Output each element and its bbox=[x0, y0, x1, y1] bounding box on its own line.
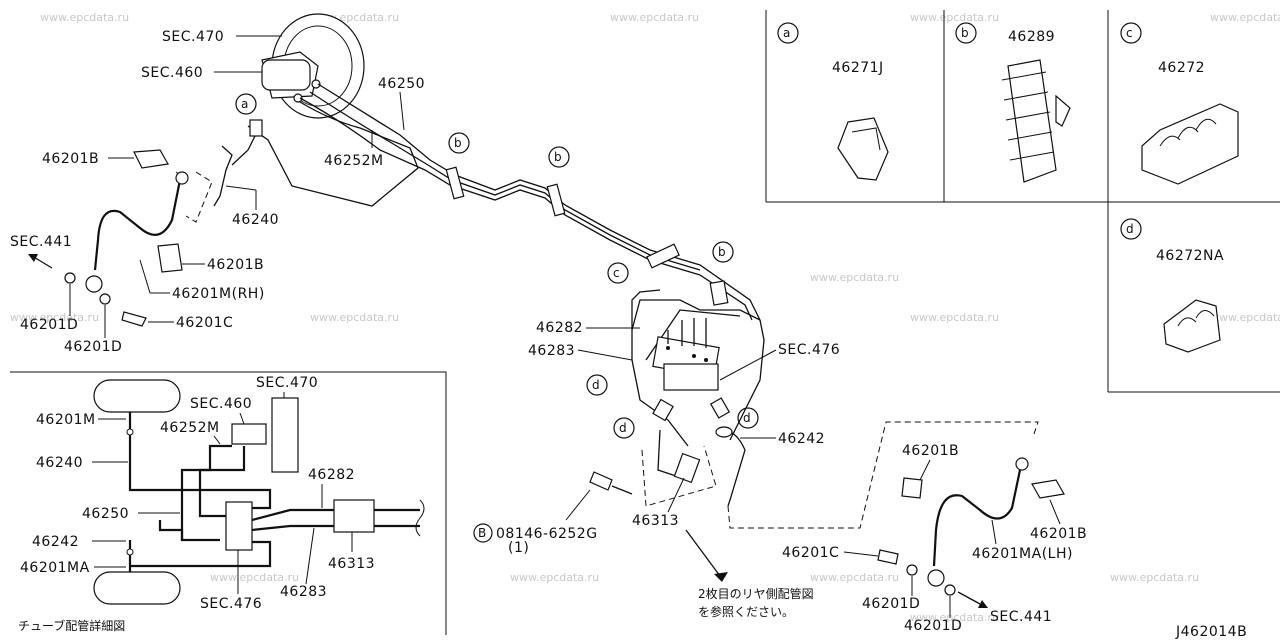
legend-part-46289: 46289 bbox=[1008, 29, 1055, 45]
diagram-id: J462014B bbox=[1175, 624, 1247, 640]
watermark: www.epcdata.ru bbox=[810, 571, 899, 584]
inset-title: チューブ配管詳細図 bbox=[18, 618, 125, 633]
svg-text:a: a bbox=[241, 97, 248, 111]
legend-part-46271J: 46271J bbox=[832, 60, 884, 76]
bolt-08146: B bbox=[473, 471, 633, 543]
legend-part-46272: 46272 bbox=[1158, 60, 1205, 76]
clip-marker-b-2: b bbox=[548, 146, 570, 168]
watermark: www.epcdata.ru bbox=[1210, 311, 1280, 324]
clip-marker-d-2: d bbox=[613, 417, 635, 439]
svg-text:B: B bbox=[478, 526, 486, 540]
watermark: www.epcdata.ru bbox=[910, 11, 999, 24]
svg-text:a: a bbox=[783, 26, 790, 40]
brake-booster bbox=[261, 13, 365, 119]
watermark: www.epcdata.ru bbox=[1210, 11, 1280, 24]
svg-text:b: b bbox=[554, 150, 562, 164]
label-46283: 46283 bbox=[528, 343, 575, 359]
inset-label-sec476: SEC.476 bbox=[200, 596, 262, 612]
label-46242: 46242 bbox=[778, 431, 825, 447]
inset-label-46313: 46313 bbox=[328, 556, 375, 572]
watermark: www.epcdata.ru bbox=[910, 611, 999, 624]
label-46240: 46240 bbox=[232, 212, 279, 228]
label-46201B-2: 46201B bbox=[207, 257, 264, 273]
clip-marker-b-1: b bbox=[448, 132, 470, 154]
arrow-sec441-right bbox=[957, 591, 981, 605]
inset-label-46250: 46250 bbox=[82, 506, 129, 522]
label-46201D-left-2: 46201D bbox=[64, 339, 122, 355]
label-46201MA-LH: 46201MA(LH) bbox=[972, 546, 1073, 562]
watermark-layer: www.epcdata.ru www.epcdata.ru www.epcdat… bbox=[10, 11, 1280, 624]
abs-actuator bbox=[631, 289, 765, 441]
label-sec476: SEC.476 bbox=[778, 342, 840, 358]
inset-label-46252M: 46252M bbox=[160, 420, 220, 436]
legend-box-c: c 46272 bbox=[1120, 22, 1239, 185]
label-46201D-r1: 46201D bbox=[862, 596, 920, 612]
note-line-1: 2枚目のリヤ側配管図 bbox=[698, 586, 814, 601]
legend-box-a: a 46271J bbox=[777, 22, 889, 181]
label-46201D-r2: 46201D bbox=[904, 618, 962, 634]
front-right-hose-assembly bbox=[877, 457, 1065, 596]
label-sec460: SEC.460 bbox=[141, 65, 203, 81]
watermark: www.epcdata.ru bbox=[310, 311, 399, 324]
inset-label-46283: 46283 bbox=[280, 584, 327, 600]
svg-text:b: b bbox=[454, 136, 462, 150]
inset-label-sec460: SEC.460 bbox=[190, 396, 252, 412]
watermark: www.epcdata.ru bbox=[10, 311, 99, 324]
label-46201D-left-1: 46201D bbox=[20, 317, 78, 333]
watermark: www.epcdata.ru bbox=[210, 571, 299, 584]
inset-label-46201M: 46201M bbox=[36, 412, 96, 428]
svg-text:c: c bbox=[613, 266, 620, 280]
label-sec441-left: SEC.441 bbox=[10, 234, 72, 250]
label-sec470: SEC.470 bbox=[162, 29, 224, 45]
svg-text:d: d bbox=[1126, 222, 1134, 236]
watermark: www.epcdata.ru bbox=[610, 11, 699, 24]
svg-text:d: d bbox=[619, 421, 627, 435]
rear-tube-46242 bbox=[641, 419, 1039, 582]
label-46313: 46313 bbox=[632, 513, 679, 529]
label-46252M: 46252M bbox=[324, 153, 384, 169]
svg-text:b: b bbox=[718, 245, 726, 259]
clip-marker-b-3: b bbox=[712, 241, 734, 263]
inset-label-sec470: SEC.470 bbox=[256, 375, 318, 391]
watermark: www.epcdata.ru bbox=[510, 571, 599, 584]
svg-text:d: d bbox=[743, 411, 751, 425]
label-46250: 46250 bbox=[378, 76, 425, 92]
legend-box-d: d 46272NA bbox=[1120, 218, 1224, 353]
inset-label-46201MA: 46201MA bbox=[20, 560, 90, 576]
inset-label-46242: 46242 bbox=[32, 534, 79, 550]
label-46282: 46282 bbox=[536, 320, 583, 336]
label-46201B-r1: 46201B bbox=[902, 443, 959, 459]
label-46201M-RH: 46201M(RH) bbox=[172, 286, 265, 302]
clip-legend: a 46271J b 46289 c 46272 d 46272NA bbox=[765, 10, 1280, 393]
legend-part-46272NA: 46272NA bbox=[1156, 248, 1224, 264]
brake-tube-46250 bbox=[299, 83, 761, 321]
watermark: www.epcdata.ru bbox=[910, 311, 999, 324]
note-line-2: を参照ください。 bbox=[698, 604, 794, 619]
watermark: www.epcdata.ru bbox=[810, 271, 899, 284]
inset-label-46240: 46240 bbox=[36, 455, 83, 471]
clip-marker-d-1: d bbox=[586, 374, 608, 396]
label-bolt-code: 08146-6252G bbox=[496, 526, 598, 542]
label-46201B-r2: 46201B bbox=[1030, 526, 1087, 542]
label-46201C-left: 46201C bbox=[176, 315, 233, 331]
watermark: www.epcdata.ru bbox=[40, 11, 129, 24]
legend-box-b: b 46289 bbox=[955, 22, 1071, 183]
label-46201B-1: 46201B bbox=[42, 151, 99, 167]
front-left-hose-assembly bbox=[64, 145, 233, 305]
inset-label-46282: 46282 bbox=[308, 467, 355, 483]
clip-marker-c: c bbox=[607, 262, 629, 284]
clip-marker-a-top: a bbox=[235, 93, 257, 115]
watermark: www.epcdata.ru bbox=[1110, 571, 1199, 584]
brake-tube-46252M bbox=[231, 101, 419, 207]
svg-text:b: b bbox=[961, 26, 969, 40]
label-46201C-right: 46201C bbox=[782, 545, 839, 561]
label-bolt-qty: (1) bbox=[508, 540, 529, 556]
svg-text:c: c bbox=[1126, 26, 1133, 40]
svg-text:d: d bbox=[592, 378, 600, 392]
tube-detail-inset bbox=[10, 371, 447, 635]
label-sec441-right: SEC.441 bbox=[990, 609, 1052, 625]
